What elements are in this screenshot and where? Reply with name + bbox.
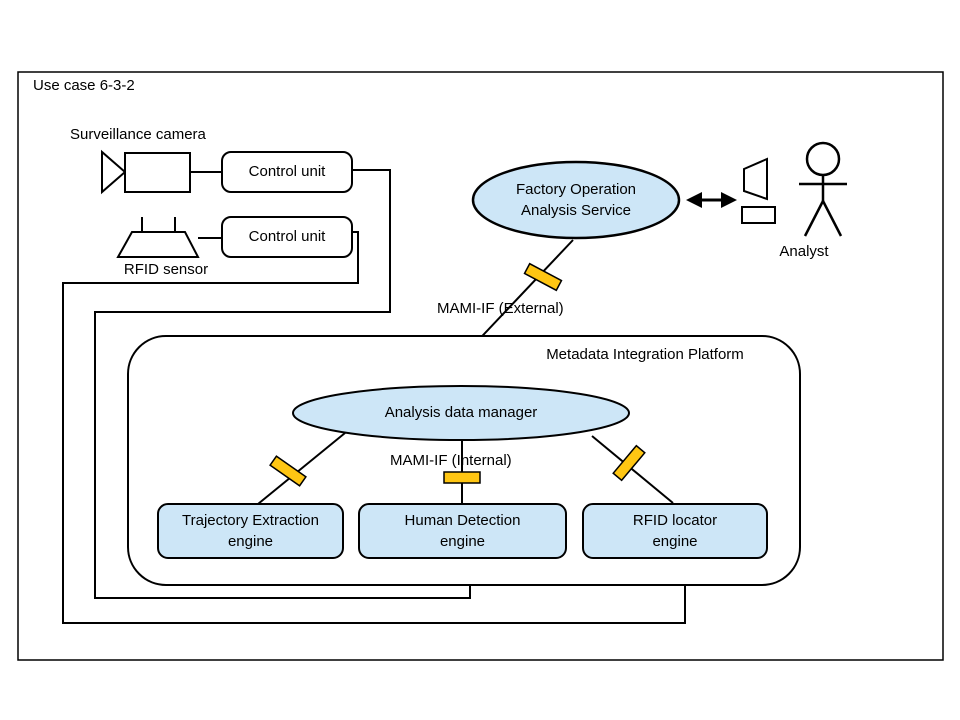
trajectory-extraction-engine-box[interactable] xyxy=(157,503,344,559)
engine-label-line1: Trajectory Extraction xyxy=(182,512,319,529)
human-detection-engine-label: Human Detection engine xyxy=(359,510,566,552)
engine-label-line1: RFID locator xyxy=(632,512,718,529)
engine-label-line1: Human Detection xyxy=(404,512,521,529)
control-unit-camera-box[interactable] xyxy=(221,151,353,193)
mami-if-external-label: MAMI-IF (External) xyxy=(437,300,564,317)
outer-border xyxy=(17,71,944,661)
control-unit-rfid-box[interactable] xyxy=(221,216,353,258)
engine-label-line2: engine xyxy=(439,533,486,550)
control-unit-rfid-label: Control unit xyxy=(248,228,326,245)
service-label-line2: Analysis Service xyxy=(520,202,632,219)
metadata-platform-label: Metadata Integration Platform xyxy=(546,346,744,363)
surveillance-camera-label: Surveillance camera xyxy=(70,126,206,143)
rfid-to-locator-connector-line xyxy=(62,231,686,624)
rfid-locator-engine-label: RFID locator engine xyxy=(583,510,767,552)
engine-label-line2: engine xyxy=(227,533,274,550)
camera-lens-icon[interactable] xyxy=(101,149,127,195)
rfid-sensor-icon[interactable] xyxy=(116,231,200,258)
monitor-screen-icon xyxy=(743,157,768,201)
camera-body-icon[interactable] xyxy=(124,152,191,193)
analysis-data-manager-label: Analysis data manager xyxy=(384,404,538,421)
control-unit-camera-label: Control unit xyxy=(248,163,326,180)
service-label-line1: Factory Operation xyxy=(515,181,637,198)
mami-if-internal-label: MAMI-IF (Internal) xyxy=(390,452,512,469)
arrowhead-left xyxy=(686,192,702,208)
factory-operation-service-label: Factory Operation Analysis Service xyxy=(474,179,678,221)
factory-operation-service-node[interactable] xyxy=(471,160,681,240)
trajectory-interface-connector[interactable] xyxy=(269,455,307,487)
rfid-interface-connector[interactable] xyxy=(612,444,646,482)
arrowhead-right xyxy=(721,192,737,208)
manager-to-trajectory-line xyxy=(257,432,346,505)
camera-to-human-detection-connector-line xyxy=(94,169,471,599)
rfid-sensor-label: RFID sensor xyxy=(123,261,209,278)
slide-title: Use case 6-3-2 xyxy=(33,77,135,94)
analysis-data-manager-node[interactable] xyxy=(292,385,630,441)
analyst-figure-icon[interactable] xyxy=(799,141,847,237)
analyst-label: Analyst xyxy=(779,243,829,260)
internal-interface-connector[interactable] xyxy=(443,471,481,484)
rfid-locator-engine-box[interactable] xyxy=(582,503,768,559)
human-detection-engine-box[interactable] xyxy=(358,503,567,559)
external-interface-connector[interactable] xyxy=(523,262,563,292)
monitor-base-icon xyxy=(741,206,776,224)
manager-to-rfid-locator-line xyxy=(591,435,674,504)
trajectory-extraction-engine-label: Trajectory Extraction engine xyxy=(158,510,343,552)
engine-label-line2: engine xyxy=(652,533,698,550)
